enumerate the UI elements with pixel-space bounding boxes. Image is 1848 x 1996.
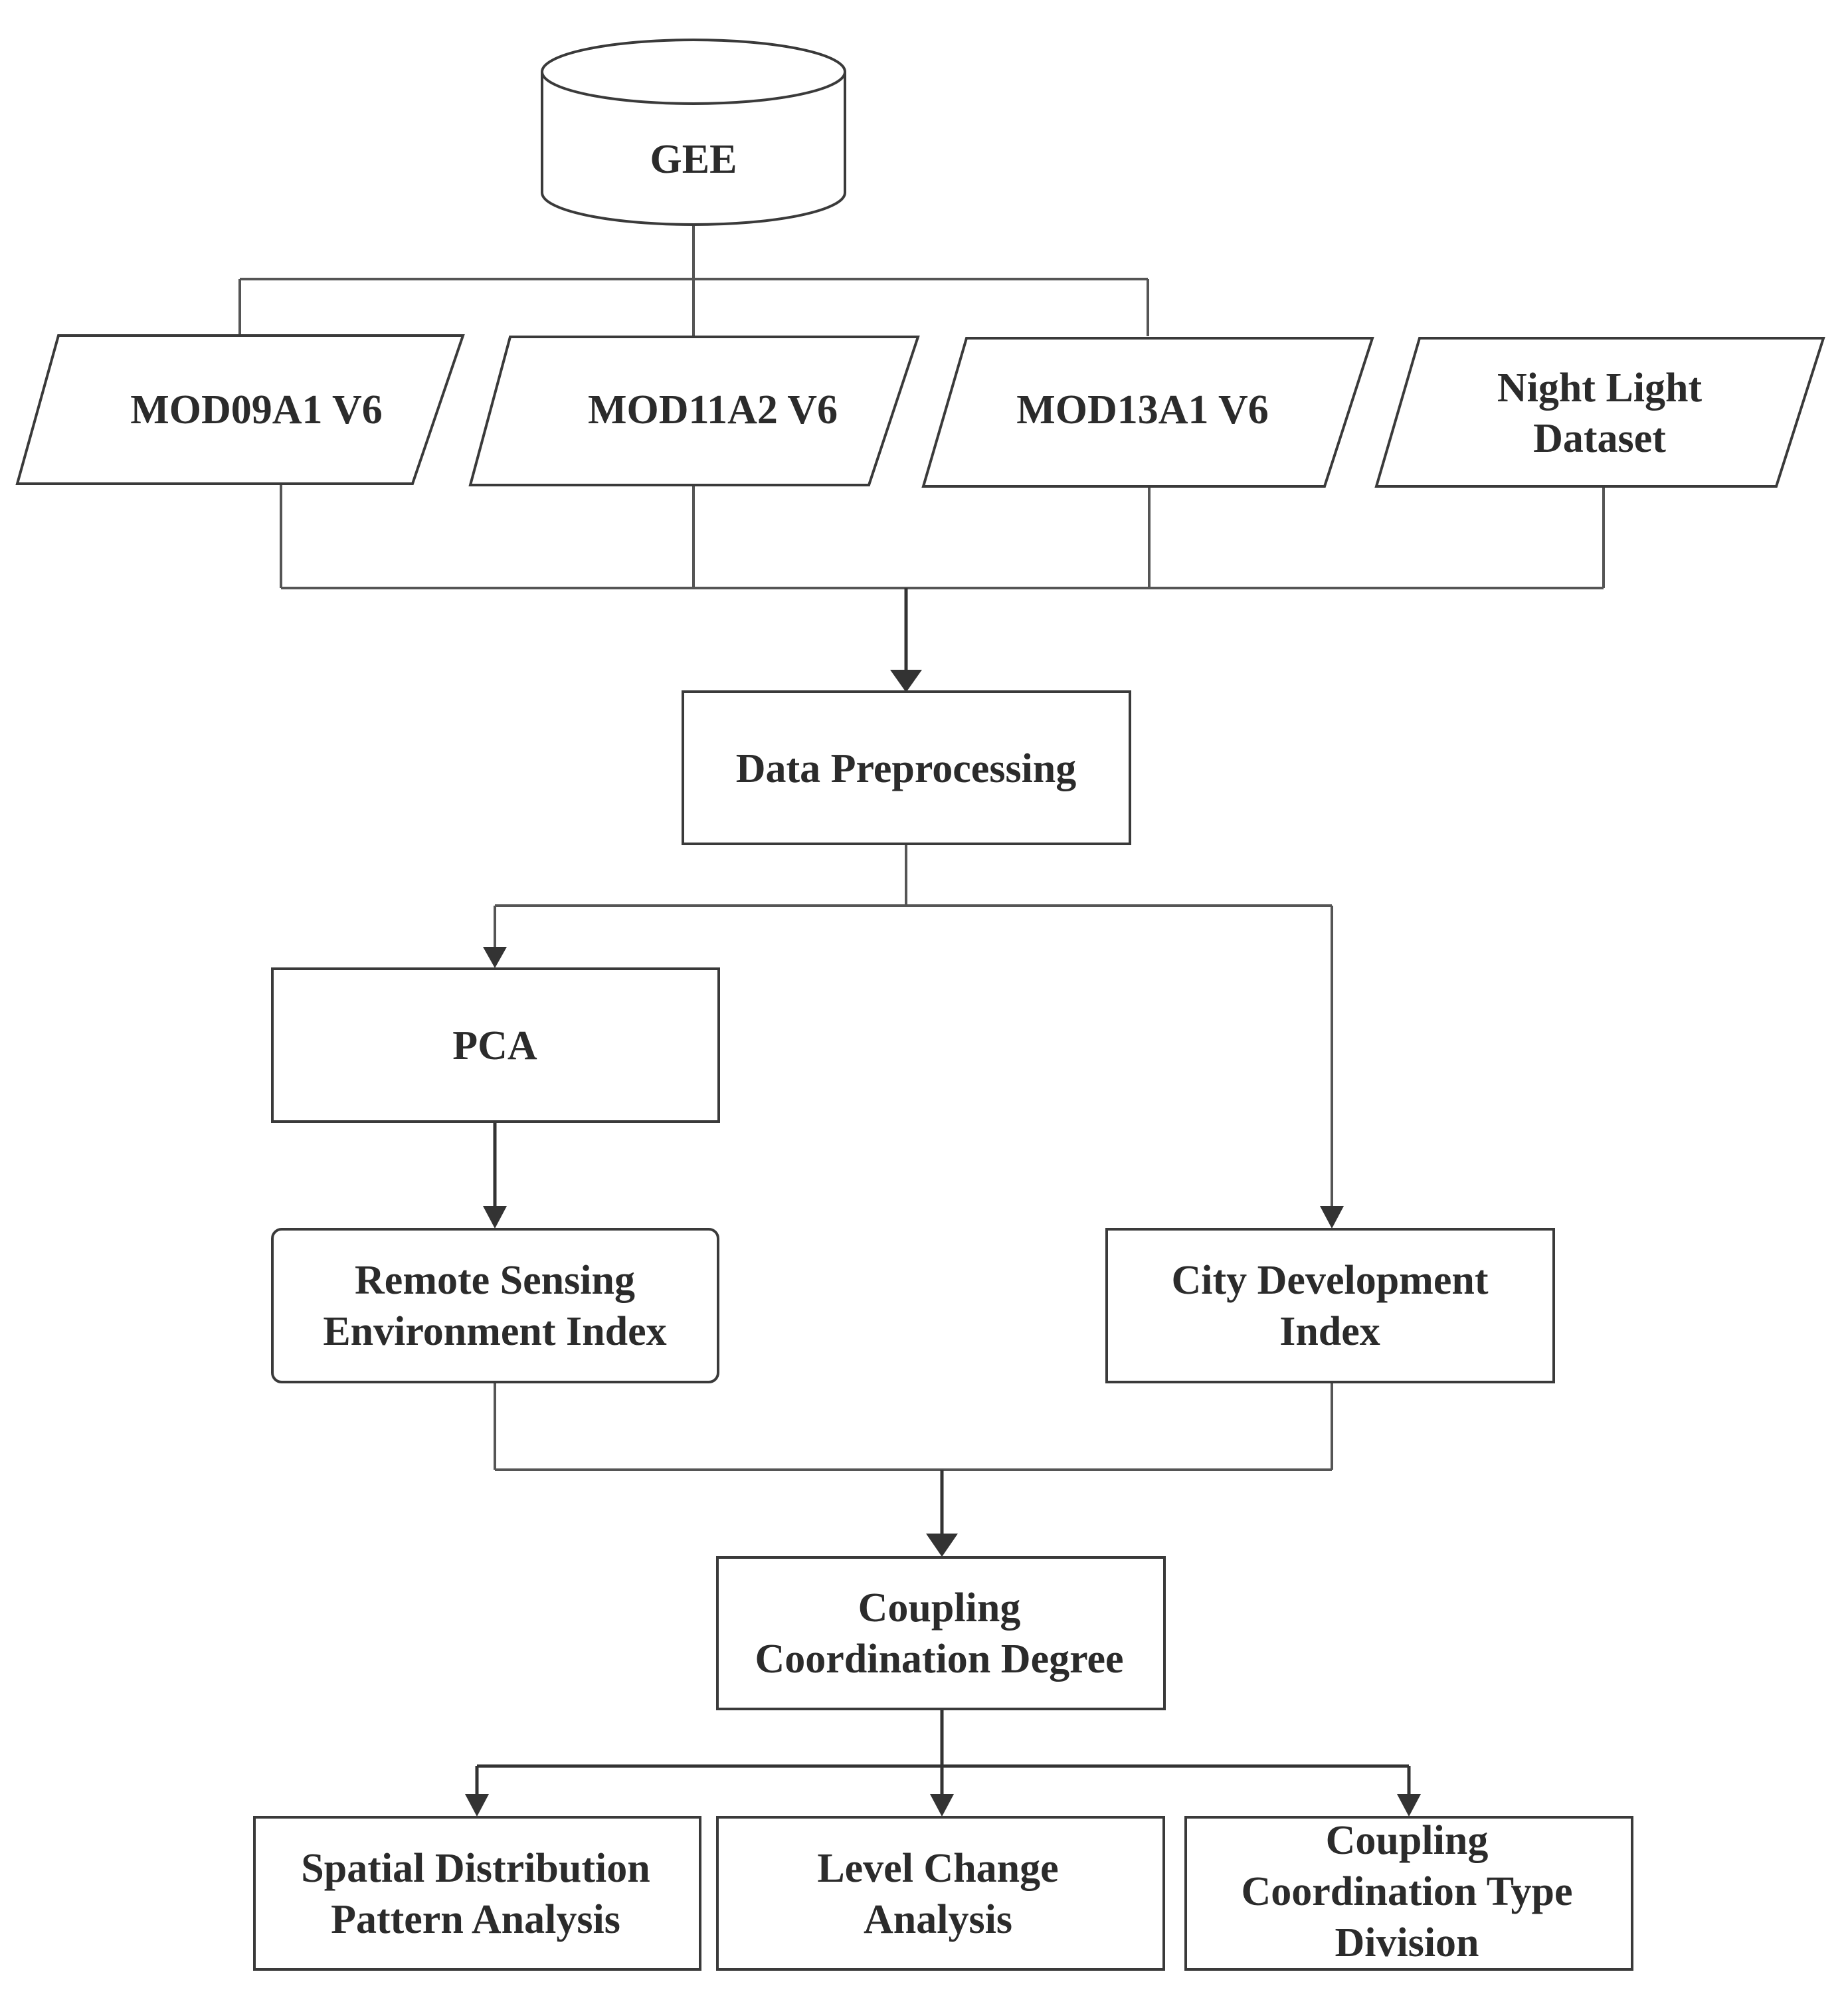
connector-preprocessing-branch [494, 844, 1333, 1208]
arrowhead-output-type [1397, 1794, 1421, 1817]
output-spatial-label-line2: Pattern Analysis [331, 1897, 620, 1942]
arrowhead-rsei [483, 1206, 507, 1229]
rsei-label-line1: Remote Sensing [355, 1258, 635, 1303]
cdi-label-line1: City Development [1172, 1258, 1489, 1303]
database-cylinder-top [541, 39, 846, 105]
output-level-label-line1: Level Change [817, 1846, 1058, 1891]
pca-node: PCA [271, 967, 720, 1123]
dataset-mod11a2: MOD11A2 V6 [468, 336, 920, 486]
preprocessing-label: Data Preprocessing [736, 746, 1077, 791]
dataset-night-light-label-line1: Night Light [1497, 365, 1703, 411]
database-cylinder-body [541, 72, 846, 226]
output-level-change: Level Change Analysis [716, 1816, 1165, 1971]
connector-gee-to-datasets [238, 223, 1149, 336]
preprocessing-node: Data Preprocessing [682, 690, 1131, 845]
output-level-label-line2: Analysis [864, 1897, 1012, 1942]
connector-indices-merge [494, 1382, 1333, 1471]
dataset-night-light: Night Light Dataset [1374, 337, 1825, 488]
cdi-node: City Development Index [1105, 1228, 1555, 1383]
output-spatial-label-line1: Spatial Distribution [301, 1846, 650, 1891]
gee-label: GEE [650, 137, 737, 182]
output-type-label-line3: Division [1335, 1920, 1479, 1965]
dataset-mod11a2-label: MOD11A2 V6 [588, 387, 838, 433]
output-type-label-line1: Coupling [1326, 1818, 1489, 1863]
dataset-mod13a1-label: MOD13A1 V6 [1016, 387, 1268, 433]
connector-datasets-merge [280, 484, 1605, 589]
pca-label: PCA [452, 1023, 537, 1068]
dataset-mod09a1-label: MOD09A1 V6 [130, 387, 382, 433]
arrowhead-cdi [1320, 1206, 1344, 1229]
rsei-node: Remote Sensing Environment Index [271, 1228, 719, 1383]
output-spatial-distribution: Spatial Distribution Pattern Analysis [253, 1816, 701, 1971]
coupling-label-line1: Coupling [858, 1585, 1021, 1631]
dataset-mod09a1: MOD09A1 V6 [15, 334, 465, 485]
cdi-label-line2: Index [1279, 1309, 1380, 1354]
arrowhead-output-level [930, 1794, 954, 1817]
gee-database-node: GEE [541, 39, 846, 226]
output-coupling-type: Coupling Coordination Type Division [1184, 1816, 1633, 1971]
arrowhead-preprocessing [890, 670, 922, 692]
rsei-label-line2: Environment Index [323, 1309, 666, 1354]
dataset-night-light-label-line2: Dataset [1533, 416, 1666, 461]
arrowhead-pca [483, 947, 507, 968]
connector-coupling-to-outputs [475, 1709, 1411, 1795]
arrowhead-output-spatial [465, 1794, 489, 1817]
dataset-mod13a1: MOD13A1 V6 [921, 337, 1374, 488]
arrowhead-coupling [926, 1534, 958, 1557]
output-type-label-line2: Coordination Type [1242, 1869, 1573, 1914]
coupling-label-line2: Coordination Degree [755, 1637, 1123, 1682]
coupling-node: Coupling Coordination Degree [716, 1556, 1166, 1710]
